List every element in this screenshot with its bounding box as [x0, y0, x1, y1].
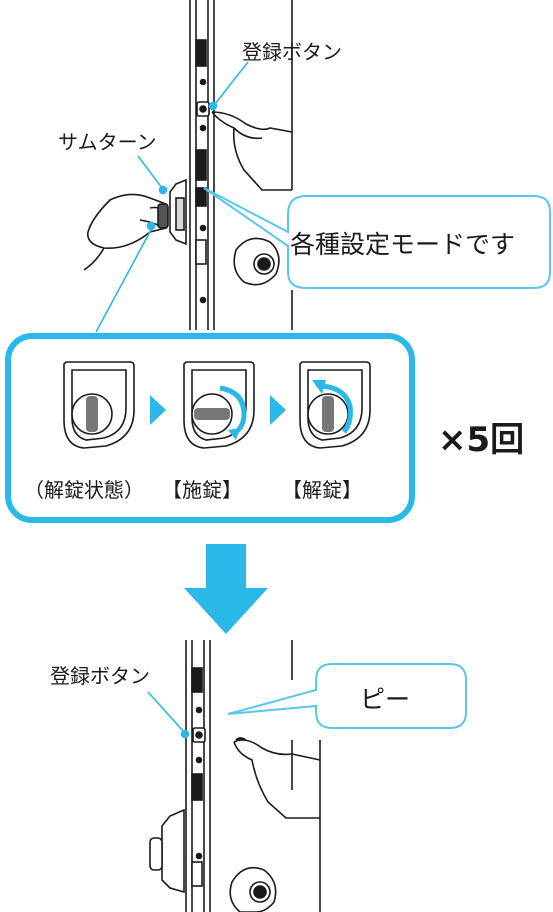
lock-unlocked-icon	[63, 361, 135, 449]
top-door-scene	[83, 0, 293, 330]
lock-turn-counterclockwise-icon	[299, 361, 371, 449]
bottom-leader-line	[147, 691, 190, 739]
top-speech-bubble	[203, 187, 551, 289]
bottom-door-scene	[149, 640, 321, 912]
beep-bubble-text: ピー	[360, 685, 411, 714]
top-leader-lines	[95, 61, 249, 333]
step-label-lock: 【施錠】	[162, 478, 242, 502]
down-arrow-icon	[184, 544, 268, 634]
step-label-unlock: 【解錠】	[282, 478, 362, 502]
next-arrow-icon	[150, 395, 166, 425]
lock-turn-clockwise-icon	[183, 361, 255, 449]
thumbturn-label: サムターン	[58, 130, 157, 154]
repeat-count-text: ×5回	[438, 420, 525, 460]
step-label-unlocked-state: （解錠状態）	[24, 478, 144, 502]
register-button-label: 登録ボタン	[242, 40, 342, 64]
settings-mode-bubble-text: 各種設定モードです	[290, 230, 516, 259]
bottom-speech-bubble	[227, 663, 467, 729]
register-button-label-bottom: 登録ボタン	[50, 664, 150, 688]
next-arrow-icon	[270, 395, 286, 425]
